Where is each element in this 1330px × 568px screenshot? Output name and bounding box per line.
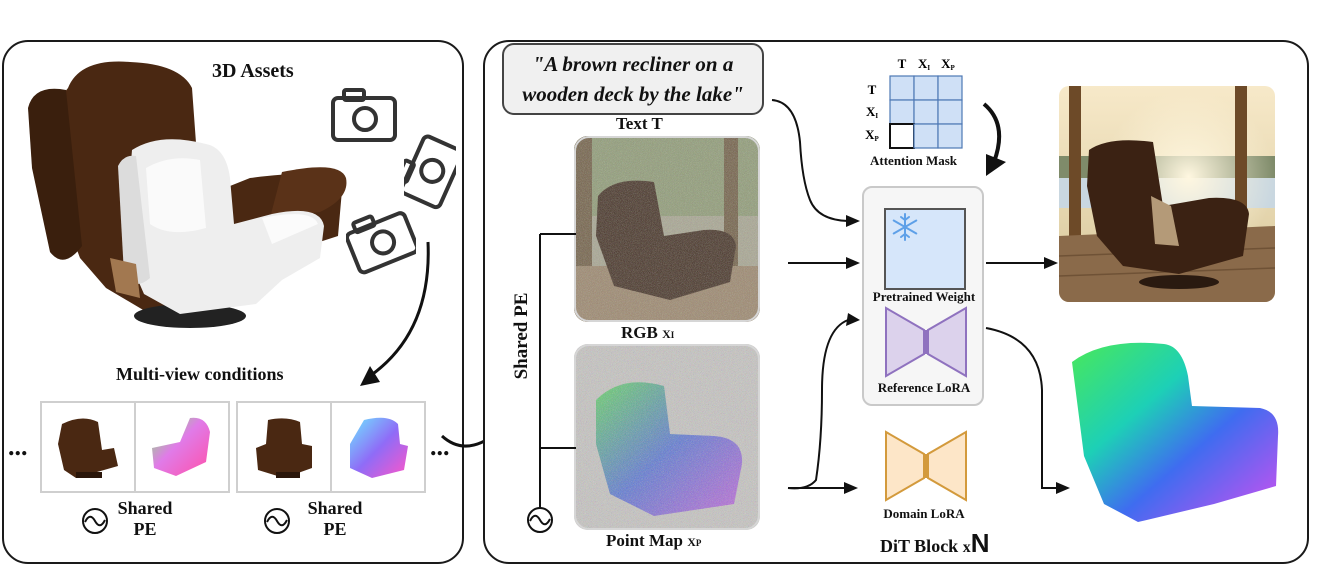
sine-wave-icon xyxy=(82,508,108,534)
mask-col-headers: T XI XP xyxy=(898,56,956,72)
mask-to-dit-arrow xyxy=(982,102,1006,176)
mask-row-headers: T XI XP xyxy=(865,82,879,143)
assets-title: 3D Assets xyxy=(212,60,294,82)
prompt-line-1: "A brown recliner on a xyxy=(532,52,734,76)
reference-lora-shape xyxy=(885,306,967,378)
multiview-divider xyxy=(134,401,136,493)
rgb-label: RGB XI xyxy=(621,323,675,342)
ellipsis-left: ... xyxy=(8,432,28,461)
svg-text:XP: XP xyxy=(865,127,879,143)
output-rgb-image xyxy=(1059,86,1275,302)
camera-icon xyxy=(404,134,456,210)
output-pointmap-image xyxy=(1072,342,1279,522)
shared-pe-label-1: Shared PE xyxy=(117,498,173,539)
reference-lora-label: Reference LoRA xyxy=(877,380,971,395)
camera-icon xyxy=(331,88,397,142)
text-prompt-box: "A brown recliner on a wooden deck by th… xyxy=(502,43,764,115)
svg-text:XI: XI xyxy=(918,56,930,72)
camera-to-multiview-arrow xyxy=(360,241,430,386)
multiview-divider xyxy=(330,401,332,493)
svg-text:XP: XP xyxy=(941,56,955,72)
camera-icon xyxy=(346,211,416,275)
dit-block-label: DiT Block xN xyxy=(880,528,990,558)
recliner-pointmap-thumbnail xyxy=(152,417,210,476)
rgb-noisy-image xyxy=(574,136,760,322)
svg-text:T: T xyxy=(898,56,907,71)
pointmap-noisy-image xyxy=(574,344,760,530)
svg-text:XI: XI xyxy=(866,104,878,120)
text-label: Text T xyxy=(616,114,663,133)
recliner-3d-illustration xyxy=(28,61,347,328)
recliner-pointmap-thumbnail xyxy=(350,417,408,478)
shared-pe-bracket xyxy=(527,233,576,533)
snowflake-icon xyxy=(892,213,918,241)
svg-text:T: T xyxy=(868,82,877,97)
pointmap-label: Point Map XP xyxy=(606,531,702,550)
attention-mask-grid: T XI XP T XI XP xyxy=(865,56,963,149)
domain-lora-shape xyxy=(885,430,967,502)
multiview-label: Multi-view conditions xyxy=(116,364,284,384)
attention-mask-title: Attention Mask xyxy=(870,153,958,168)
recliner-rgb-thumbnail xyxy=(58,418,118,478)
sine-wave-icon xyxy=(264,508,290,534)
flow-arrows xyxy=(771,99,1070,494)
domain-lora-label: Domain LoRA xyxy=(883,506,965,521)
shared-pe-label-2: Shared PE xyxy=(307,498,363,539)
recliner-rgb-thumbnail xyxy=(256,418,312,478)
pretrained-weight-label: Pretrained Weight xyxy=(872,289,976,304)
prompt-line-2: wooden deck by the lake" xyxy=(522,82,744,106)
